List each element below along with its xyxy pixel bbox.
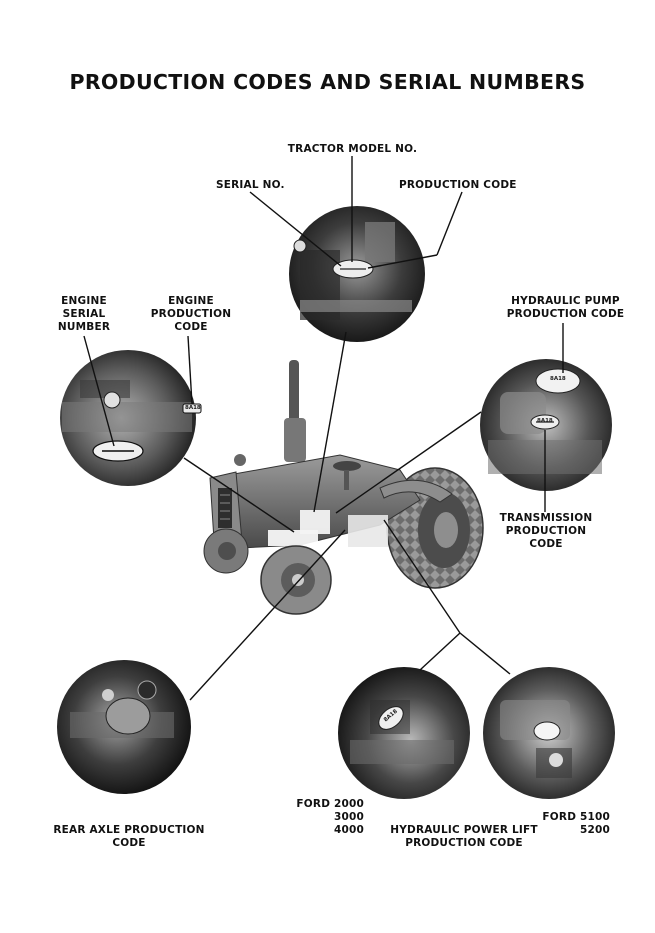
label-serial-no: SERIAL NO. <box>216 179 285 191</box>
photo-power-lift-right <box>483 667 615 799</box>
label-production-code: PRODUCTION CODE <box>399 179 517 191</box>
label-transmission-production-code: TRANSMISSION PRODUCTION CODE <box>499 512 593 550</box>
photo-hydraulic-pump <box>480 359 612 491</box>
label-ford-models-left: FORD 2000 3000 4000 <box>296 798 364 836</box>
tag-transmission: 8A18 <box>537 418 553 424</box>
tractor-illustration <box>203 360 484 615</box>
label-rear-axle-production-code: REAR AXLE PRODUCTION CODE <box>53 824 205 849</box>
leader-lines <box>83 156 564 701</box>
photo-engine <box>60 350 202 486</box>
label-hydraulic-pump-production-code: HYDRAULIC PUMP PRODUCTION CODE <box>506 295 625 320</box>
photo-serial-plate <box>289 206 425 342</box>
photo-rear-axle <box>57 660 191 794</box>
page-title: PRODUCTION CODES AND SERIAL NUMBERS <box>69 70 586 94</box>
label-ford-models-right: FORD 5100 5200 <box>542 811 610 836</box>
tag-hydraulic-pump: 8A18 <box>550 376 566 382</box>
label-tractor-model-no: TRACTOR MODEL NO. <box>287 143 418 155</box>
label-engine-serial-number: ENGINE SERIAL NUMBER <box>57 295 111 333</box>
label-engine-production-code: ENGINE PRODUCTION CODE <box>150 295 232 333</box>
photo-power-lift-left <box>338 667 470 799</box>
label-hydraulic-power-lift-production-code: HYDRAULIC POWER LIFT PRODUCTION CODE <box>390 824 538 849</box>
tag-engine-code: 8A18 <box>185 405 201 411</box>
